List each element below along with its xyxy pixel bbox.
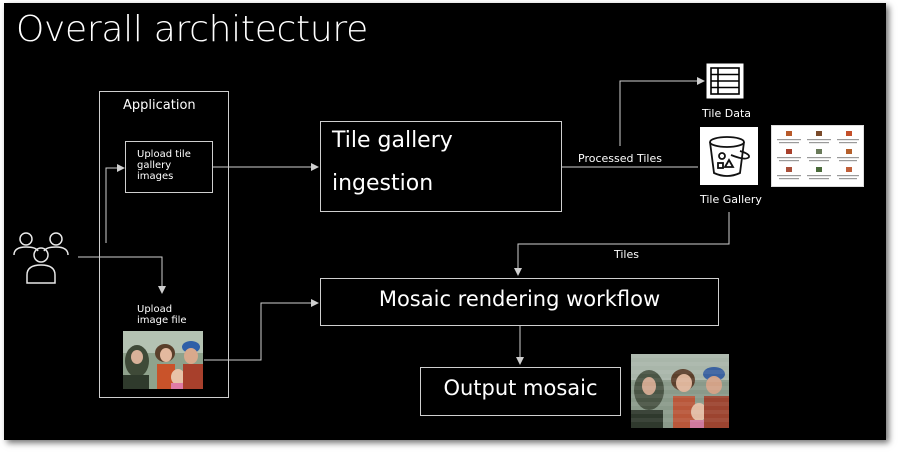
slide: Overall architecture Appli (4, 3, 886, 440)
upload-tile-label-line-2: gallery (137, 160, 172, 171)
application-box (99, 91, 229, 398)
ingestion-label-line-2: ingestion (332, 171, 434, 196)
upload-tile-box (125, 141, 213, 193)
upload-tile-label-line-3: images (137, 171, 174, 182)
workflow-box (320, 278, 719, 326)
table-icon (706, 63, 744, 99)
input-photo (123, 331, 203, 389)
connector-lines (78, 77, 730, 365)
output-box (420, 367, 621, 416)
processed-tiles-label: Processed Tiles (578, 152, 662, 165)
ingestion-label-line-1: Tile gallery (332, 128, 453, 153)
upload-image-label-line-2: image file (137, 315, 187, 326)
output-label: Output mosaic (443, 376, 598, 400)
output-photo-image (631, 354, 729, 428)
page-title: Overall architecture (16, 9, 368, 50)
edge-users-to-upload-tile (105, 164, 125, 243)
input-photo-image (123, 331, 203, 389)
edge-photo-to-workflow (204, 299, 319, 361)
output-photo (631, 354, 729, 428)
workflow-label: Mosaic rendering workflow (378, 287, 661, 311)
tile-gallery-thumbnails (771, 125, 864, 187)
edge-to-tile-data (619, 77, 705, 146)
tile-gallery-thumbnails-image (777, 131, 859, 180)
upload-tile-label-line-1: Upload tile (137, 149, 191, 160)
edge-users-to-upload-image (78, 256, 166, 294)
edge-tiles-to-workflow (514, 212, 730, 276)
application-label: Application (123, 98, 196, 113)
tile-gallery-label: Tile Gallery (700, 193, 762, 206)
upload-image-label-line-1: Upload (137, 304, 173, 315)
tiles-label: Tiles (614, 248, 639, 261)
users-icon (12, 229, 70, 287)
bucket-icon (700, 127, 758, 185)
ingestion-box (320, 121, 562, 212)
tile-data-label: Tile Data (702, 107, 752, 120)
